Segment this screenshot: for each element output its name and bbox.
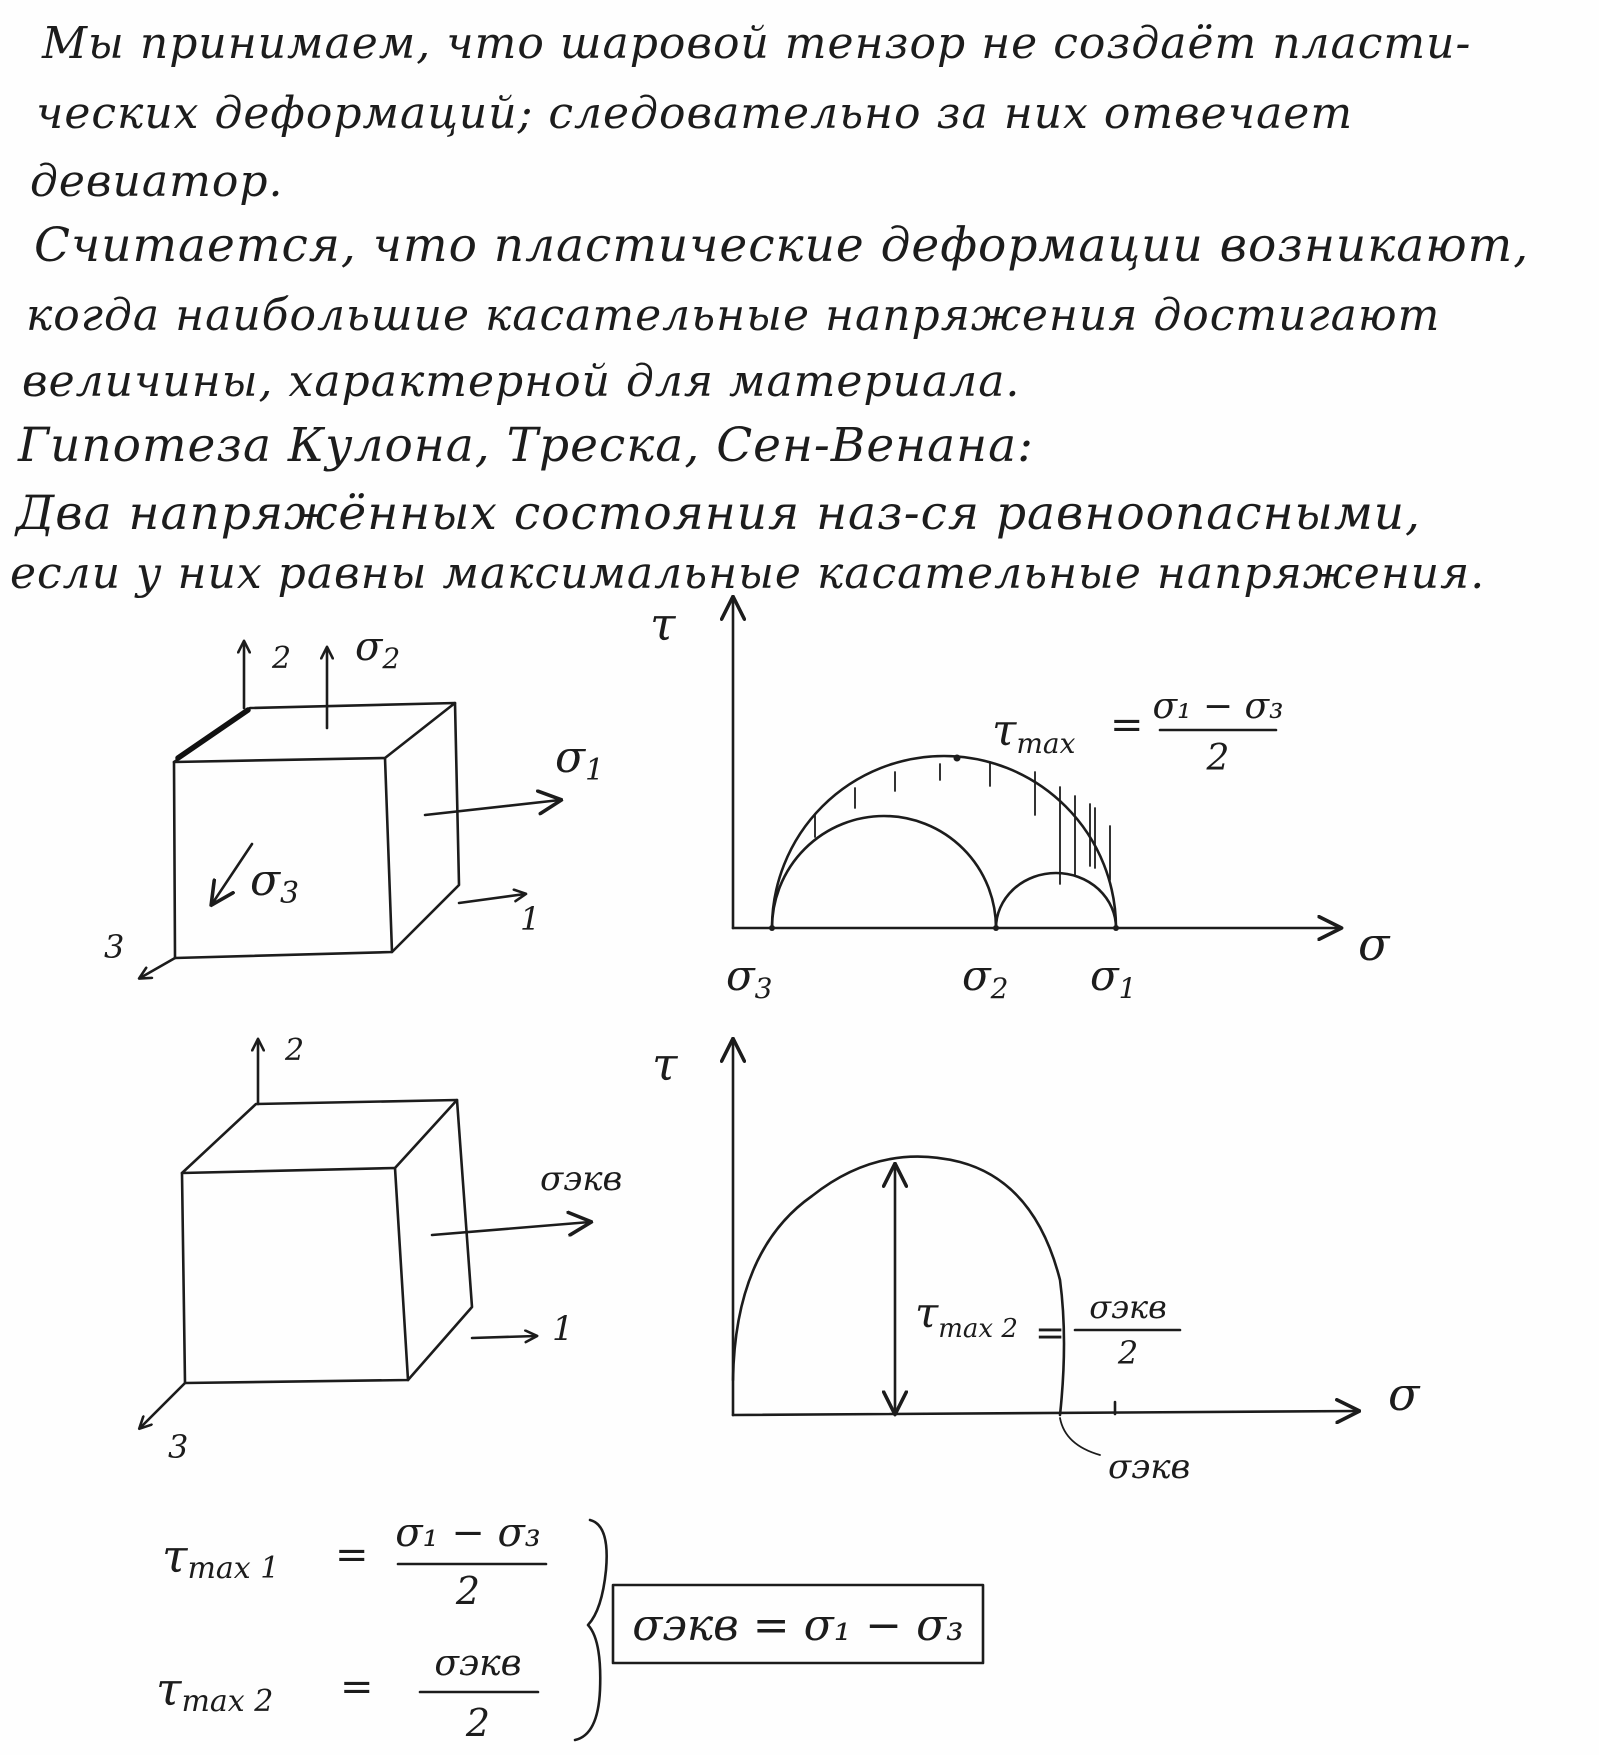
sigma-axis-label: σ xyxy=(1358,917,1391,971)
sigma-2-label: σ2 xyxy=(355,624,400,675)
axis-3-arrow xyxy=(140,1381,187,1428)
tau-max-formula-lhs: τmax xyxy=(992,705,1076,760)
sigma-eq-callout: σэкв xyxy=(1108,1447,1190,1487)
mohr-circle-diagram-2: τ σ τmax 2 = σэкв 2 σэкв xyxy=(652,1037,1421,1487)
tick-sigma-3: σ3 xyxy=(726,951,773,1005)
text-line: Считается, что пластические деформации в… xyxy=(34,218,1530,273)
result-box xyxy=(611,1583,985,1665)
sigma-axis-label: σ xyxy=(1388,1367,1421,1421)
cube-right-face xyxy=(406,1098,474,1382)
axis-2-label: 2 xyxy=(271,641,291,676)
eq2-denominator: 2 xyxy=(465,1701,490,1745)
sigma-1-label: σ1 xyxy=(555,732,604,788)
text-line: Мы принимаем, что шаровой тензор не созд… xyxy=(42,18,1472,69)
mohr-circle-equivalent xyxy=(731,1155,1066,1417)
axis-2-label: 2 xyxy=(284,1033,304,1068)
eq2-lhs: τmax 2 xyxy=(156,1662,273,1719)
sigma-3-arrow xyxy=(212,842,254,904)
text-line: величины, характерной для материала. xyxy=(22,356,1021,407)
mohr-circle-diagram-1: τ σ xyxy=(650,597,1391,1005)
cube-top-face xyxy=(180,1098,459,1175)
sigma-eq-label: σэкв xyxy=(540,1159,622,1199)
tick-sigma-2: σ2 xyxy=(962,951,1009,1005)
eq1-denominator: 2 xyxy=(455,1569,480,1613)
tau-max-point xyxy=(953,754,961,762)
cube-front-face xyxy=(172,756,394,960)
text-line: ческих деформаций; следовательно за них … xyxy=(36,88,1354,139)
eq2-equals: = xyxy=(340,1664,374,1710)
sigma-1-arrow xyxy=(423,800,560,817)
text-line: Два напряжённых состояния наз-ся равнооп… xyxy=(16,486,1421,541)
text-line: если у них равны максимальные касательны… xyxy=(10,548,1486,599)
stress-cube-1: 2 σ2 σ1 σ3 1 3 xyxy=(104,624,604,978)
stress-cube-2: 2 σэкв 1 3 xyxy=(140,1033,622,1466)
bottom-equations: τmax 1 = σ₁ − σ₃ 2 τmax 2 = σэкв 2 σэкв … xyxy=(156,1510,985,1745)
eq1-lhs: τmax 1 xyxy=(162,1529,279,1586)
axis-3-label: 3 xyxy=(104,928,124,966)
mohr-circle-left xyxy=(770,814,998,930)
tau-max-formula-denominator: 2 xyxy=(1206,738,1230,779)
text-line: когда наибольшие касательные напряжения … xyxy=(26,290,1441,341)
cube-front-face xyxy=(180,1166,410,1385)
axis-3-label: 3 xyxy=(168,1428,188,1466)
eq1-equals: = xyxy=(335,1532,369,1578)
tau-axis-label: τ xyxy=(650,597,677,651)
result-formula: σэкв = σ₁ − σ₃ xyxy=(632,1600,964,1651)
axis-1-label: 1 xyxy=(552,1309,574,1349)
tau-max-2-formula-numerator: σэкв xyxy=(1089,1288,1167,1326)
sigma-eq-arrow xyxy=(430,1222,590,1235)
cube-thick-edge xyxy=(175,707,251,761)
sigma-axis xyxy=(731,1411,1358,1415)
cube-right-face xyxy=(390,701,461,954)
axis-1-arrow xyxy=(470,1336,536,1338)
axis-1-arrow xyxy=(457,894,525,905)
tau-max-formula-numerator: σ₁ − σ₃ xyxy=(1152,686,1283,727)
hatch-lines xyxy=(814,761,1111,885)
tick-sigma-1: σ1 xyxy=(1090,951,1137,1005)
mohr-circle-right xyxy=(994,871,1118,930)
tau-max-2-formula-denominator: 2 xyxy=(1117,1334,1138,1372)
text-line: девиатор. xyxy=(30,156,284,207)
eq2-numerator: σэкв xyxy=(434,1643,521,1684)
tau-axis-label: τ xyxy=(652,1037,679,1091)
tau-max-2-formula-eq: = xyxy=(1035,1313,1065,1354)
axis-3-arrow xyxy=(140,956,177,978)
section-heading: Гипотеза Кулона, Треска, Сен-Венана: xyxy=(18,418,1034,473)
tau-max-2-formula-lhs: τmax 2 xyxy=(915,1288,1018,1344)
sigma-3-label: σ3 xyxy=(250,855,299,911)
curly-brace xyxy=(573,1518,608,1742)
tau-max-formula-eq: = xyxy=(1110,702,1144,748)
mohr-circle-outer xyxy=(770,754,1118,930)
axis-1-label: 1 xyxy=(520,900,540,938)
eq1-numerator: σ₁ − σ₃ xyxy=(395,1510,541,1556)
callout-leader xyxy=(1059,1417,1101,1456)
